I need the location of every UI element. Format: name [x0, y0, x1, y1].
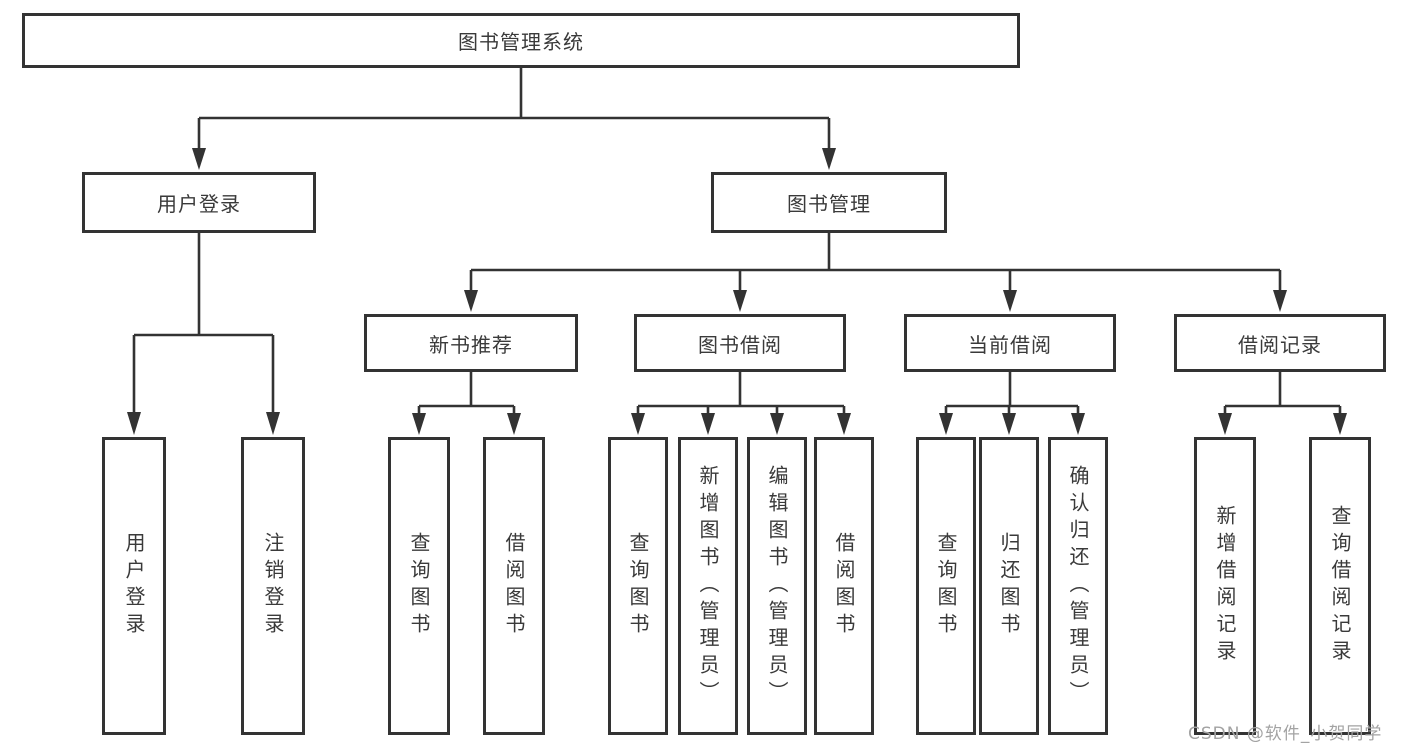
node-book-borrow-label: 图书借阅 — [698, 332, 782, 357]
node-user-login: 用户登录 — [82, 172, 316, 233]
connector-recommend-branch — [412, 372, 521, 435]
connector-root-to-level2 — [192, 68, 836, 170]
leaf-borrow-books: 借阅图书 — [814, 437, 874, 735]
leaf-add-books-admin: 新增图书（管理员） — [678, 437, 738, 735]
node-new-book-recommend: 新书推荐 — [364, 314, 578, 372]
leaf-confirm-return-admin-label: 确认归还（管理员） — [1066, 464, 1090, 708]
connector-management-branch — [464, 233, 1287, 312]
leaf-query-books-current: 查询图书 — [916, 437, 976, 735]
leaf-add-borrow-record-label: 新增借阅记录 — [1213, 505, 1237, 667]
leaf-query-books-recommend: 查询图书 — [388, 437, 450, 735]
leaf-query-books-current-label: 查询图书 — [934, 532, 958, 640]
leaf-logout: 注销登录 — [241, 437, 305, 735]
connector-current-branch — [939, 372, 1085, 435]
leaf-edit-books-admin: 编辑图书（管理员） — [747, 437, 807, 735]
node-book-management-label: 图书管理 — [787, 192, 871, 216]
leaf-query-borrow-record-label: 查询借阅记录 — [1328, 505, 1352, 667]
leaf-borrow-books-recommend-label: 借阅图书 — [502, 532, 526, 640]
node-borrow-record: 借阅记录 — [1174, 314, 1386, 372]
node-new-book-recommend-label: 新书推荐 — [429, 332, 513, 357]
leaf-user-login-label: 用户登录 — [122, 532, 146, 640]
node-root-system: 图书管理系统 — [22, 13, 1020, 68]
connector-borrow-branch — [631, 372, 851, 435]
leaf-return-books-label: 归还图书 — [997, 532, 1021, 640]
leaf-logout-label: 注销登录 — [261, 532, 285, 640]
leaf-query-books-borrow-label: 查询图书 — [626, 532, 650, 640]
leaf-borrow-books-recommend: 借阅图书 — [483, 437, 545, 735]
node-user-login-label: 用户登录 — [157, 192, 241, 216]
leaf-edit-books-admin-label: 编辑图书（管理员） — [765, 464, 789, 708]
node-borrow-record-label: 借阅记录 — [1238, 332, 1322, 357]
connector-record-branch — [1218, 372, 1347, 435]
csdn-watermark: CSDN @软件_小贺同学 — [1188, 724, 1383, 744]
connector-login-branch — [127, 233, 280, 435]
leaf-confirm-return-admin: 确认归还（管理员） — [1048, 437, 1108, 735]
leaf-query-borrow-record: 查询借阅记录 — [1309, 437, 1371, 735]
leaf-user-login: 用户登录 — [102, 437, 166, 735]
node-book-borrow: 图书借阅 — [634, 314, 846, 372]
leaf-query-books-recommend-label: 查询图书 — [407, 532, 431, 640]
leaf-borrow-books-label: 借阅图书 — [832, 532, 856, 640]
node-root-label: 图书管理系统 — [458, 30, 584, 54]
node-current-borrow-label: 当前借阅 — [968, 332, 1052, 357]
node-current-borrow: 当前借阅 — [904, 314, 1116, 372]
leaf-query-books-borrow: 查询图书 — [608, 437, 668, 735]
leaf-add-borrow-record: 新增借阅记录 — [1194, 437, 1256, 735]
leaf-add-books-admin-label: 新增图书（管理员） — [696, 464, 720, 708]
node-book-management: 图书管理 — [711, 172, 947, 233]
leaf-return-books: 归还图书 — [979, 437, 1039, 735]
